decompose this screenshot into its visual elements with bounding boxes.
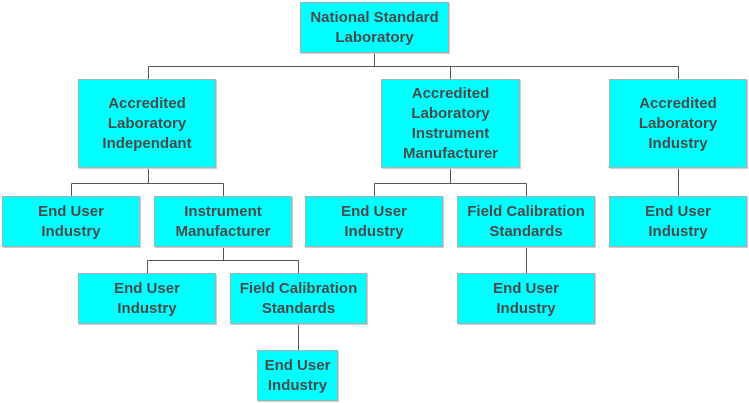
node-end-user-industry: End User Industry bbox=[305, 196, 443, 247]
connector-instrument-children bbox=[147, 247, 299, 273]
node-accredited-lab-instrument-manufacturer: Accredited Laboratory Instrument Manufac… bbox=[381, 79, 520, 168]
connector-root-to-labs bbox=[148, 53, 679, 79]
node-accredited-lab-industry: Accredited Laboratory Industry bbox=[609, 79, 747, 168]
node-end-user-industry: End User Industry bbox=[457, 273, 595, 324]
node-field-calibration-standards: Field Calibration Standards bbox=[457, 196, 595, 247]
node-end-user-industry: End User Industry bbox=[2, 196, 140, 247]
node-national-standard-laboratory: National Standard Laboratory bbox=[300, 2, 449, 53]
node-end-user-industry: End User Industry bbox=[257, 350, 338, 401]
node-accredited-lab-independant: Accredited Laboratory Independant bbox=[78, 79, 216, 168]
node-field-calibration-standards: Field Calibration Standards bbox=[230, 273, 367, 324]
connector-manufacturer-children bbox=[374, 168, 527, 196]
node-end-user-industry: End User Industry bbox=[78, 273, 216, 324]
node-instrument-manufacturer: Instrument Manufacturer bbox=[154, 196, 292, 247]
connector-independant-children bbox=[71, 168, 224, 196]
node-end-user-industry: End User Industry bbox=[609, 196, 747, 247]
